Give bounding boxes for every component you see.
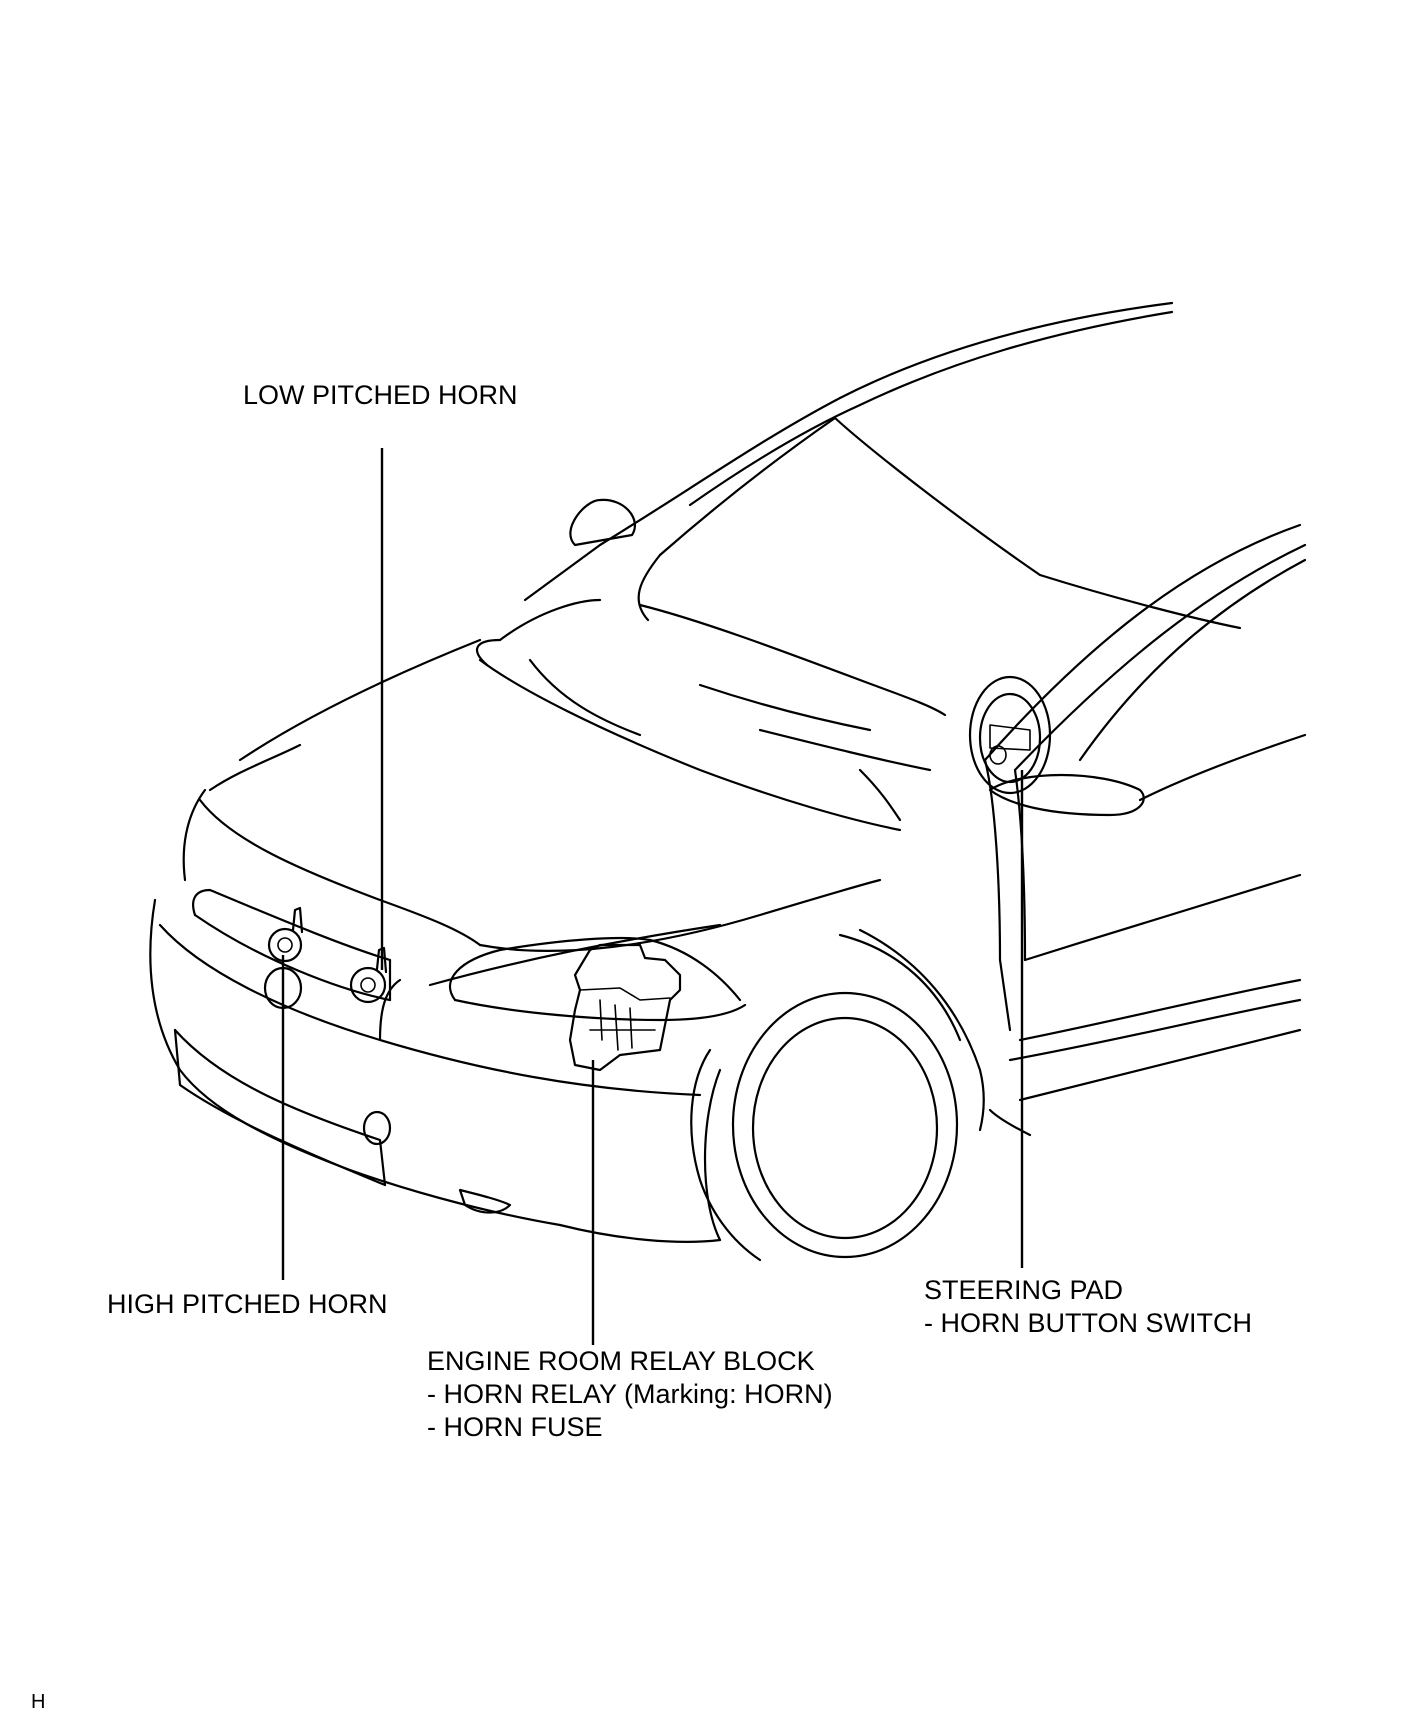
relay-block-title: ENGINE ROOM RELAY BLOCK bbox=[427, 1346, 815, 1376]
car-body-outline bbox=[149, 301, 1307, 1262]
relay-block-shape bbox=[568, 943, 682, 1072]
steering-pad-label: STEERING PAD - HORN BUTTON SWITCH bbox=[924, 1274, 1252, 1340]
high-pitched-horn-text: HIGH PITCHED HORN bbox=[107, 1289, 388, 1319]
engine-room-relay-block-label: ENGINE ROOM RELAY BLOCK - HORN RELAY (Ma… bbox=[427, 1345, 833, 1444]
page-code: H bbox=[31, 1686, 45, 1719]
horn-button-switch-line: - HORN BUTTON SWITCH bbox=[924, 1308, 1252, 1338]
high-pitched-horn-shape bbox=[267, 906, 304, 963]
page-code-text: H bbox=[31, 1691, 46, 1713]
steering-pad-title: STEERING PAD bbox=[924, 1275, 1124, 1305]
low-pitched-horn-text: LOW PITCHED HORN bbox=[243, 380, 518, 410]
horn-fuse-line: - HORN FUSE bbox=[427, 1412, 603, 1442]
horn-relay-line: - HORN RELAY (Marking: HORN) bbox=[427, 1379, 833, 1409]
low-pitched-horn-label: LOW PITCHED HORN bbox=[243, 379, 518, 412]
steering-wheel-shape bbox=[968, 675, 1052, 795]
front-wheel bbox=[731, 991, 959, 1259]
high-pitched-horn-label: HIGH PITCHED HORN bbox=[107, 1288, 388, 1321]
